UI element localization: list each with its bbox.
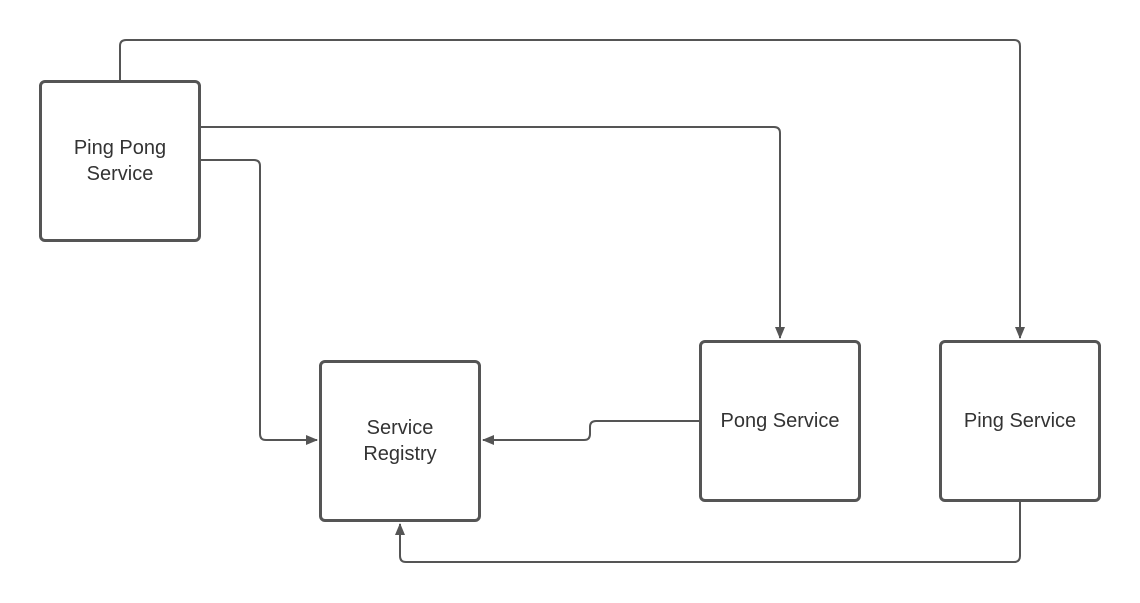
node-service-registry[interactable]: Service Registry (319, 360, 481, 522)
node-ping-service[interactable]: Ping Service (939, 340, 1101, 502)
edge-pong-to-registry (482, 420, 699, 445)
node-label: Ping Pong Service (73, 137, 167, 185)
node-ping-pong-service[interactable]: Ping Pong Service (39, 80, 201, 242)
node-label: Service Registry (363, 417, 437, 465)
node-label: Pong Service (720, 410, 840, 432)
node-pong-service[interactable]: Pong Service (699, 340, 861, 502)
edge-pingpong-to-pong (201, 126, 785, 339)
edge-pingpong-to-registry (201, 159, 318, 445)
edge-pingpong-to-ping (119, 39, 1025, 339)
node-label: Ping Service (963, 410, 1077, 432)
edge-ping-to-registry (395, 502, 1021, 563)
